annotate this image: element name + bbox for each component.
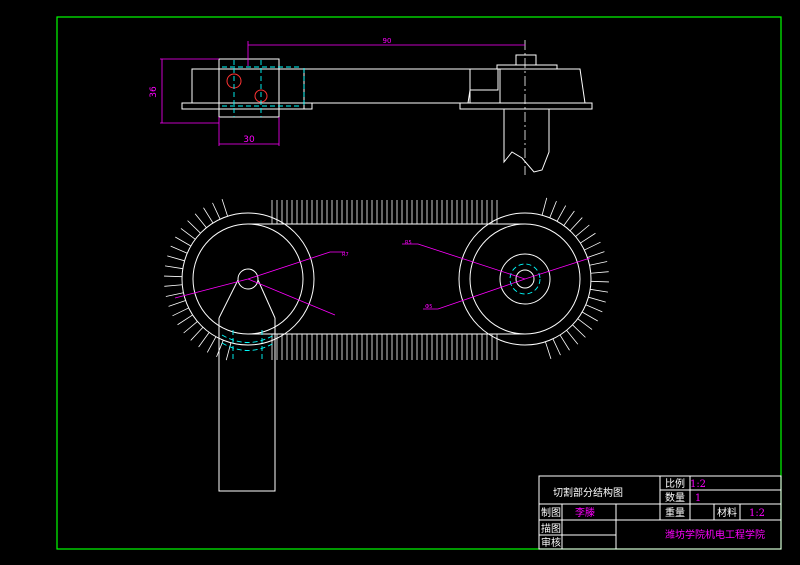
institution-name: 潍坊学院机电工程学院 bbox=[665, 528, 765, 541]
chain-tooth bbox=[170, 245, 188, 254]
drawn-value: 李滕 bbox=[575, 506, 595, 519]
arm-body bbox=[191, 68, 501, 103]
chain-tooth bbox=[541, 197, 548, 216]
leader-r7 bbox=[174, 251, 345, 299]
chain-tooth bbox=[580, 232, 596, 244]
chain-tooth bbox=[569, 217, 583, 232]
lower-shaft bbox=[503, 109, 550, 173]
driven-pitch-circle bbox=[509, 263, 541, 295]
chain-tooth bbox=[556, 205, 567, 222]
base-plate-right bbox=[459, 102, 593, 110]
title-block-text: 切割部分结构图 比例 1:2 数量 1 重量 材料 1:2 制图 李滕 描图 审… bbox=[541, 477, 765, 549]
chain-tooth bbox=[545, 341, 552, 360]
chain-tooth bbox=[587, 251, 605, 258]
top-flange bbox=[496, 64, 558, 70]
chain-tooth bbox=[566, 330, 579, 345]
chain-tooth bbox=[164, 265, 183, 270]
saw-chain-teeth bbox=[164, 197, 609, 361]
title-block bbox=[538, 475, 782, 550]
base-plate-left bbox=[181, 102, 313, 110]
chain-tooth bbox=[194, 213, 207, 228]
chain-tooth bbox=[206, 336, 217, 353]
chain-tooth bbox=[589, 261, 608, 266]
scale-value: 1:2 bbox=[690, 479, 706, 490]
chain-tooth bbox=[225, 342, 232, 361]
chain-tooth bbox=[559, 334, 570, 351]
driven-sprocket bbox=[469, 223, 581, 335]
drawing-title: 切割部分结构图 bbox=[553, 486, 623, 499]
chain-tooth bbox=[581, 311, 598, 322]
chain-tooth bbox=[552, 338, 561, 356]
front-view bbox=[181, 212, 592, 492]
top-view-centerlines bbox=[222, 60, 305, 117]
chain-tooth bbox=[577, 318, 593, 330]
chain-tooth bbox=[168, 300, 186, 307]
chain-tooth bbox=[172, 307, 189, 317]
dim-radius-left: R7 bbox=[342, 252, 349, 258]
weight-label: 重量 bbox=[665, 506, 685, 519]
chain-tooth bbox=[167, 255, 185, 262]
chain-tooth bbox=[198, 332, 210, 348]
chain-tooth bbox=[203, 207, 214, 224]
checked-label: 审核 bbox=[541, 536, 561, 549]
front-view-centerlines bbox=[221, 263, 541, 360]
scale-label: 比例 bbox=[665, 477, 685, 490]
bolt-head bbox=[515, 54, 537, 66]
dim-height-label: 36 bbox=[149, 86, 159, 98]
chain-tooth bbox=[563, 210, 575, 226]
drawn-label: 制图 bbox=[541, 506, 561, 519]
clamp-block bbox=[218, 58, 280, 118]
leader-phi5 bbox=[423, 278, 526, 310]
handle-neck-right bbox=[257, 279, 276, 319]
drive-sprocket-outer bbox=[181, 212, 315, 346]
leader-r5 bbox=[402, 243, 591, 280]
handle-centerline-b bbox=[221, 342, 275, 351]
chain-tooth bbox=[175, 236, 192, 247]
chain-tooth bbox=[190, 326, 204, 341]
dim-radius-right-b: Ф5 bbox=[425, 304, 433, 310]
driven-sprocket-outer bbox=[458, 212, 592, 346]
chain-tooth bbox=[588, 296, 606, 303]
chain-tooth bbox=[584, 241, 601, 251]
drive-shaft-hole bbox=[237, 268, 259, 290]
top-view bbox=[181, 54, 593, 173]
chain-tooth bbox=[590, 288, 609, 293]
chain-tooth bbox=[164, 275, 183, 278]
drawing-border bbox=[56, 16, 782, 550]
handle bbox=[218, 318, 276, 492]
chain-tooth bbox=[549, 200, 557, 218]
right-housing bbox=[467, 68, 586, 104]
chain-tooth bbox=[164, 284, 183, 287]
quantity-label: 数量 bbox=[665, 491, 685, 504]
chain-tooth bbox=[165, 292, 184, 297]
material-label: 材料 bbox=[717, 506, 737, 519]
dim-span-label: 90 bbox=[383, 37, 392, 45]
traced-label: 描图 bbox=[541, 522, 561, 535]
chain-tooth bbox=[590, 280, 609, 283]
driven-hub bbox=[499, 253, 551, 305]
chain-tooth bbox=[585, 304, 603, 313]
driven-shaft-hole bbox=[515, 269, 535, 289]
quantity-value: 1 bbox=[695, 493, 701, 504]
chain-tooth bbox=[221, 198, 228, 217]
front-view-leaders bbox=[174, 243, 591, 316]
handle-neck-left bbox=[218, 279, 239, 319]
chain-tooth bbox=[187, 220, 201, 234]
chain-tooth bbox=[572, 324, 586, 338]
chain-tooth bbox=[575, 224, 590, 237]
chain-tooth bbox=[177, 314, 193, 326]
leader-left-lower bbox=[247, 278, 336, 316]
chain-tooth bbox=[180, 228, 196, 240]
drive-sprocket bbox=[192, 223, 304, 335]
handle-centerline-a bbox=[221, 334, 275, 343]
dim-width-label: 30 bbox=[243, 135, 255, 145]
chain-tooth bbox=[590, 271, 609, 274]
chain-tooth bbox=[212, 202, 221, 220]
material-value: 1:2 bbox=[749, 508, 765, 519]
dim-radius-right-a: R5 bbox=[405, 240, 412, 246]
chain-tooth bbox=[183, 321, 198, 334]
top-view-dimensions bbox=[160, 41, 525, 146]
